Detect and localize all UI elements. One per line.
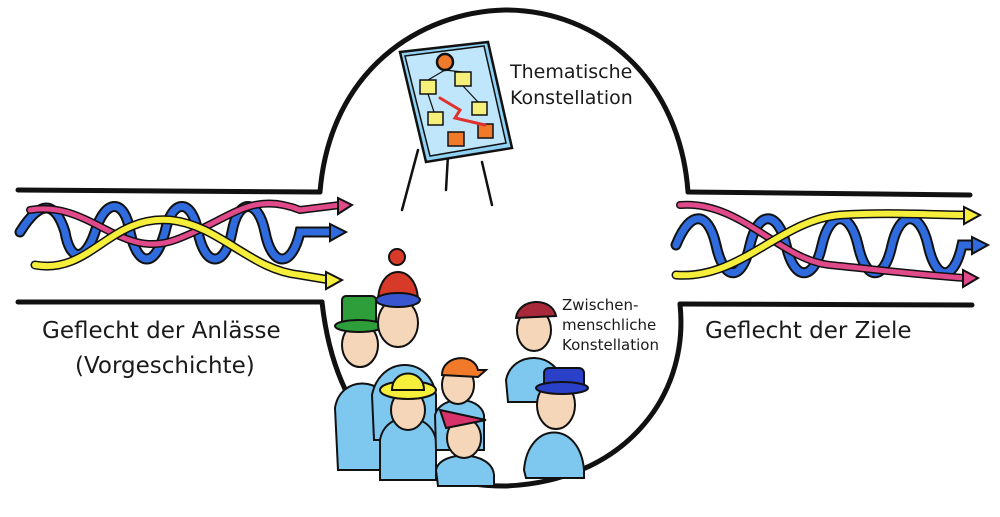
flipchart-box-2 [454,71,472,87]
beanie-band [375,292,421,308]
right-pink-strand-fill [677,202,968,281]
right-woven-strands-icon [670,200,991,289]
blue-hat-brim [535,381,589,395]
label-interpersonal-line1: Zwischen- [562,296,638,314]
channel-outline [15,7,975,489]
channel-top-right-line [685,189,973,198]
label-interpersonal-line2: menschliche [562,316,656,334]
beanie-pom [388,248,406,266]
dark-red-cap [514,301,558,320]
right-blue-arrowhead [971,235,991,256]
flipchart-box-5 [447,131,465,147]
label-left-line1: Geflecht der Anlässe [42,318,281,344]
label-interpersonal-line3: Konstellation [562,336,659,354]
flipchart-leg-back [444,153,450,192]
flipchart-connectors [427,69,479,113]
left-blue-arrowhead [329,222,349,243]
label-right-line1: Geflecht der Ziele [705,318,912,344]
person-icon [379,372,437,481]
label-thematic-line1: Thematische [509,61,632,83]
flipchart-box-1 [419,79,437,95]
flipchart-leg-right [480,160,494,207]
yellow-hat-crown [390,372,426,391]
green-hat-brim [334,319,384,333]
left-woven-strands-icon [14,196,355,291]
left-blue-coil-fill [16,203,336,263]
flipchart-icon [398,40,514,212]
person-icon [522,367,589,479]
flipchart-node-circle [435,52,455,72]
channel-top-left-line [15,187,323,195]
right-yellow-arrowhead [963,205,983,226]
flipchart-box-3 [427,111,444,126]
left-yellow-arrowhead [325,270,345,291]
red-pointed-hat [438,408,487,430]
people-group [333,248,589,487]
channel-bottom-right-line [677,301,975,308]
person-icon [434,408,495,487]
right-pink-arrowhead [962,268,981,289]
left-pink-arrowhead [337,196,355,216]
label-thematic-line2: Konstellation [510,87,633,109]
flipchart-arrow [438,96,487,127]
left-yellow-strand-fill [32,216,333,283]
left-pink-strand-fill [27,200,343,247]
flipchart-box-4 [471,101,488,116]
orange-cap [440,357,489,379]
flipchart-leg-left [400,148,420,212]
person-body [522,431,585,479]
person-body [434,454,495,487]
label-left-line2: (Vorgeschichte) [75,353,255,379]
right-yellow-strand-fill [673,210,969,279]
